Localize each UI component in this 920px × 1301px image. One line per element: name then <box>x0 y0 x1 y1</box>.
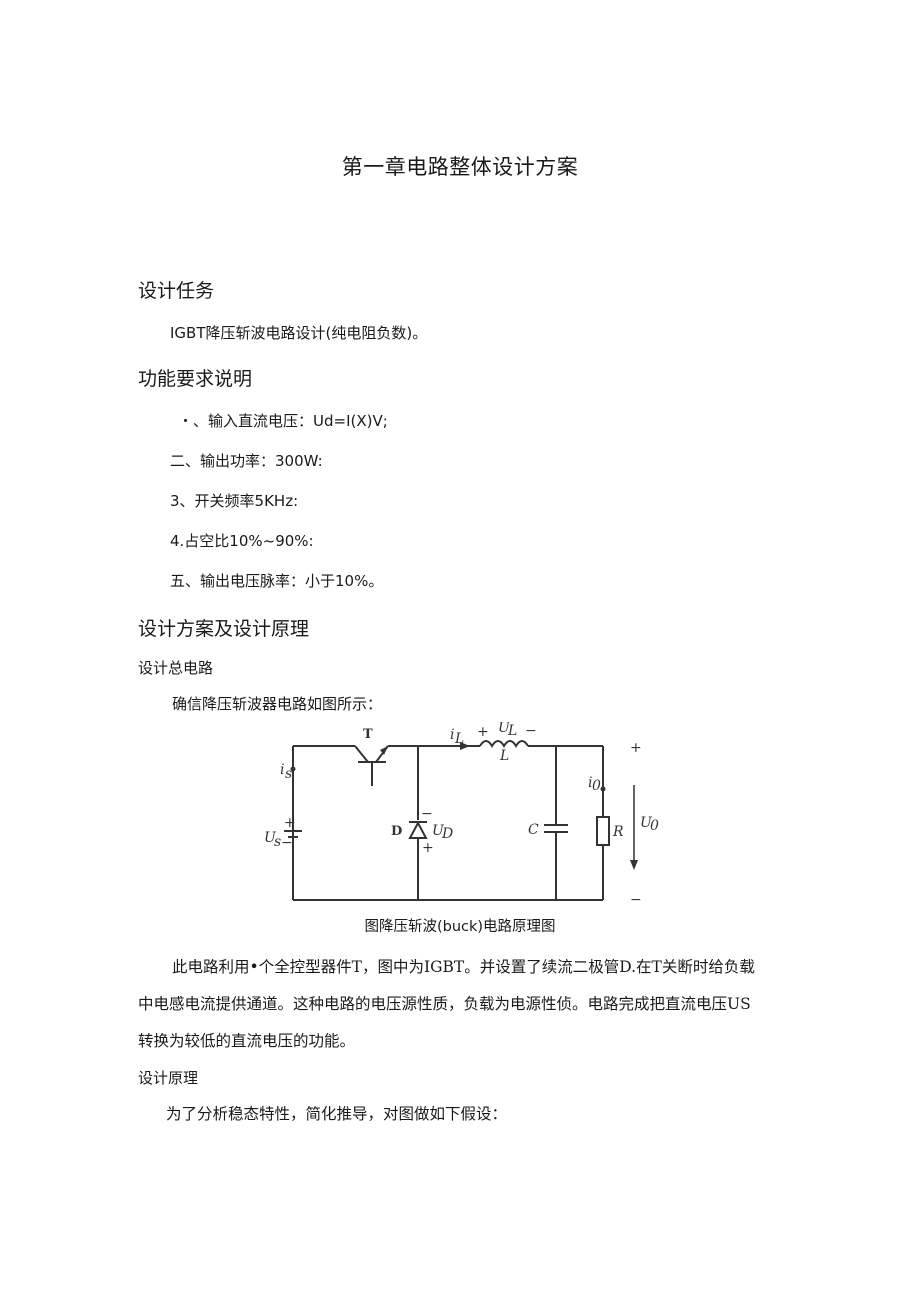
label-load-current: i <box>588 775 592 791</box>
label-inductor-voltage: U <box>498 722 511 736</box>
svg-text:+: + <box>630 740 642 756</box>
body-line-2: 中电感电流提供通道。这种电路的电压源性质，负载为电源性侦。电路完成把直流电压US <box>138 995 751 1013</box>
requirement-item-1: ・、输入直流电压：Ud=I(X)V; <box>178 412 388 430</box>
circuit-intro-text: 确信降压斩波器电路如图所示： <box>172 695 383 713</box>
svg-text:L: L <box>507 723 517 739</box>
svg-text:−: − <box>421 806 433 822</box>
label-diode-voltage: U <box>432 823 445 839</box>
label-source-voltage: U <box>264 830 277 846</box>
buck-circuit-diagram: T i s U s + − D U D − + i L + U L − L C … <box>264 722 659 908</box>
svg-text:0: 0 <box>650 818 659 834</box>
svg-text:D: D <box>441 826 453 842</box>
label-resistor: R <box>612 824 624 840</box>
requirement-item-4: 4.占空比10%~90%: <box>170 532 314 550</box>
section-heading-requirements: 功能要求说明 <box>138 368 253 390</box>
section-heading-design-task: 设计任务 <box>138 280 215 302</box>
section-heading-scheme: 设计方案及设计原理 <box>138 618 310 640</box>
requirement-item-3: 3、开关频率5KHz: <box>170 492 299 510</box>
svg-text:+: + <box>477 724 489 740</box>
principle-intro-text: 为了分析稳态特性，简化推导，对图做如下假设： <box>166 1105 508 1123</box>
label-inductor-current: i <box>450 727 454 743</box>
svg-text:−: − <box>525 723 537 739</box>
body-line-1: 此电路利用•个全控型器件T，图中为IGBT。并设置了续流二极管D.在T关断时给负… <box>172 958 755 976</box>
svg-text:+: + <box>284 815 296 831</box>
subsection-heading-total-circuit: 设计总电路 <box>138 659 214 677</box>
svg-text:s: s <box>285 766 292 782</box>
requirement-item-5: 五、输出电压脉率：小于10%。 <box>170 572 384 590</box>
figure-caption: 图降压斩波(buck)电路原理图 <box>364 919 556 935</box>
svg-text:−: − <box>630 892 642 908</box>
label-source-current: i <box>280 762 284 778</box>
chapter-title: 第一章电路整体设计方案 <box>341 155 579 179</box>
subsection-heading-principle: 设计原理 <box>138 1069 199 1087</box>
design-task-text: IGBT降压斩波电路设计(纯电阻负数)。 <box>170 324 428 342</box>
label-capacitor: C <box>528 822 539 838</box>
body-line-3: 转换为较低的直流电压的功能。 <box>138 1032 356 1050</box>
svg-text:s: s <box>274 834 281 850</box>
svg-text:−: − <box>281 835 293 851</box>
label-transistor: T <box>363 727 373 742</box>
label-output-voltage: U <box>640 815 653 831</box>
svg-text:+: + <box>422 840 434 856</box>
label-diode: D <box>391 824 402 839</box>
svg-text:0: 0 <box>592 778 601 794</box>
svg-text:L: L <box>454 731 464 747</box>
label-inductor: L <box>499 748 509 764</box>
requirement-item-2: 二、输出功率：300W: <box>170 452 323 470</box>
